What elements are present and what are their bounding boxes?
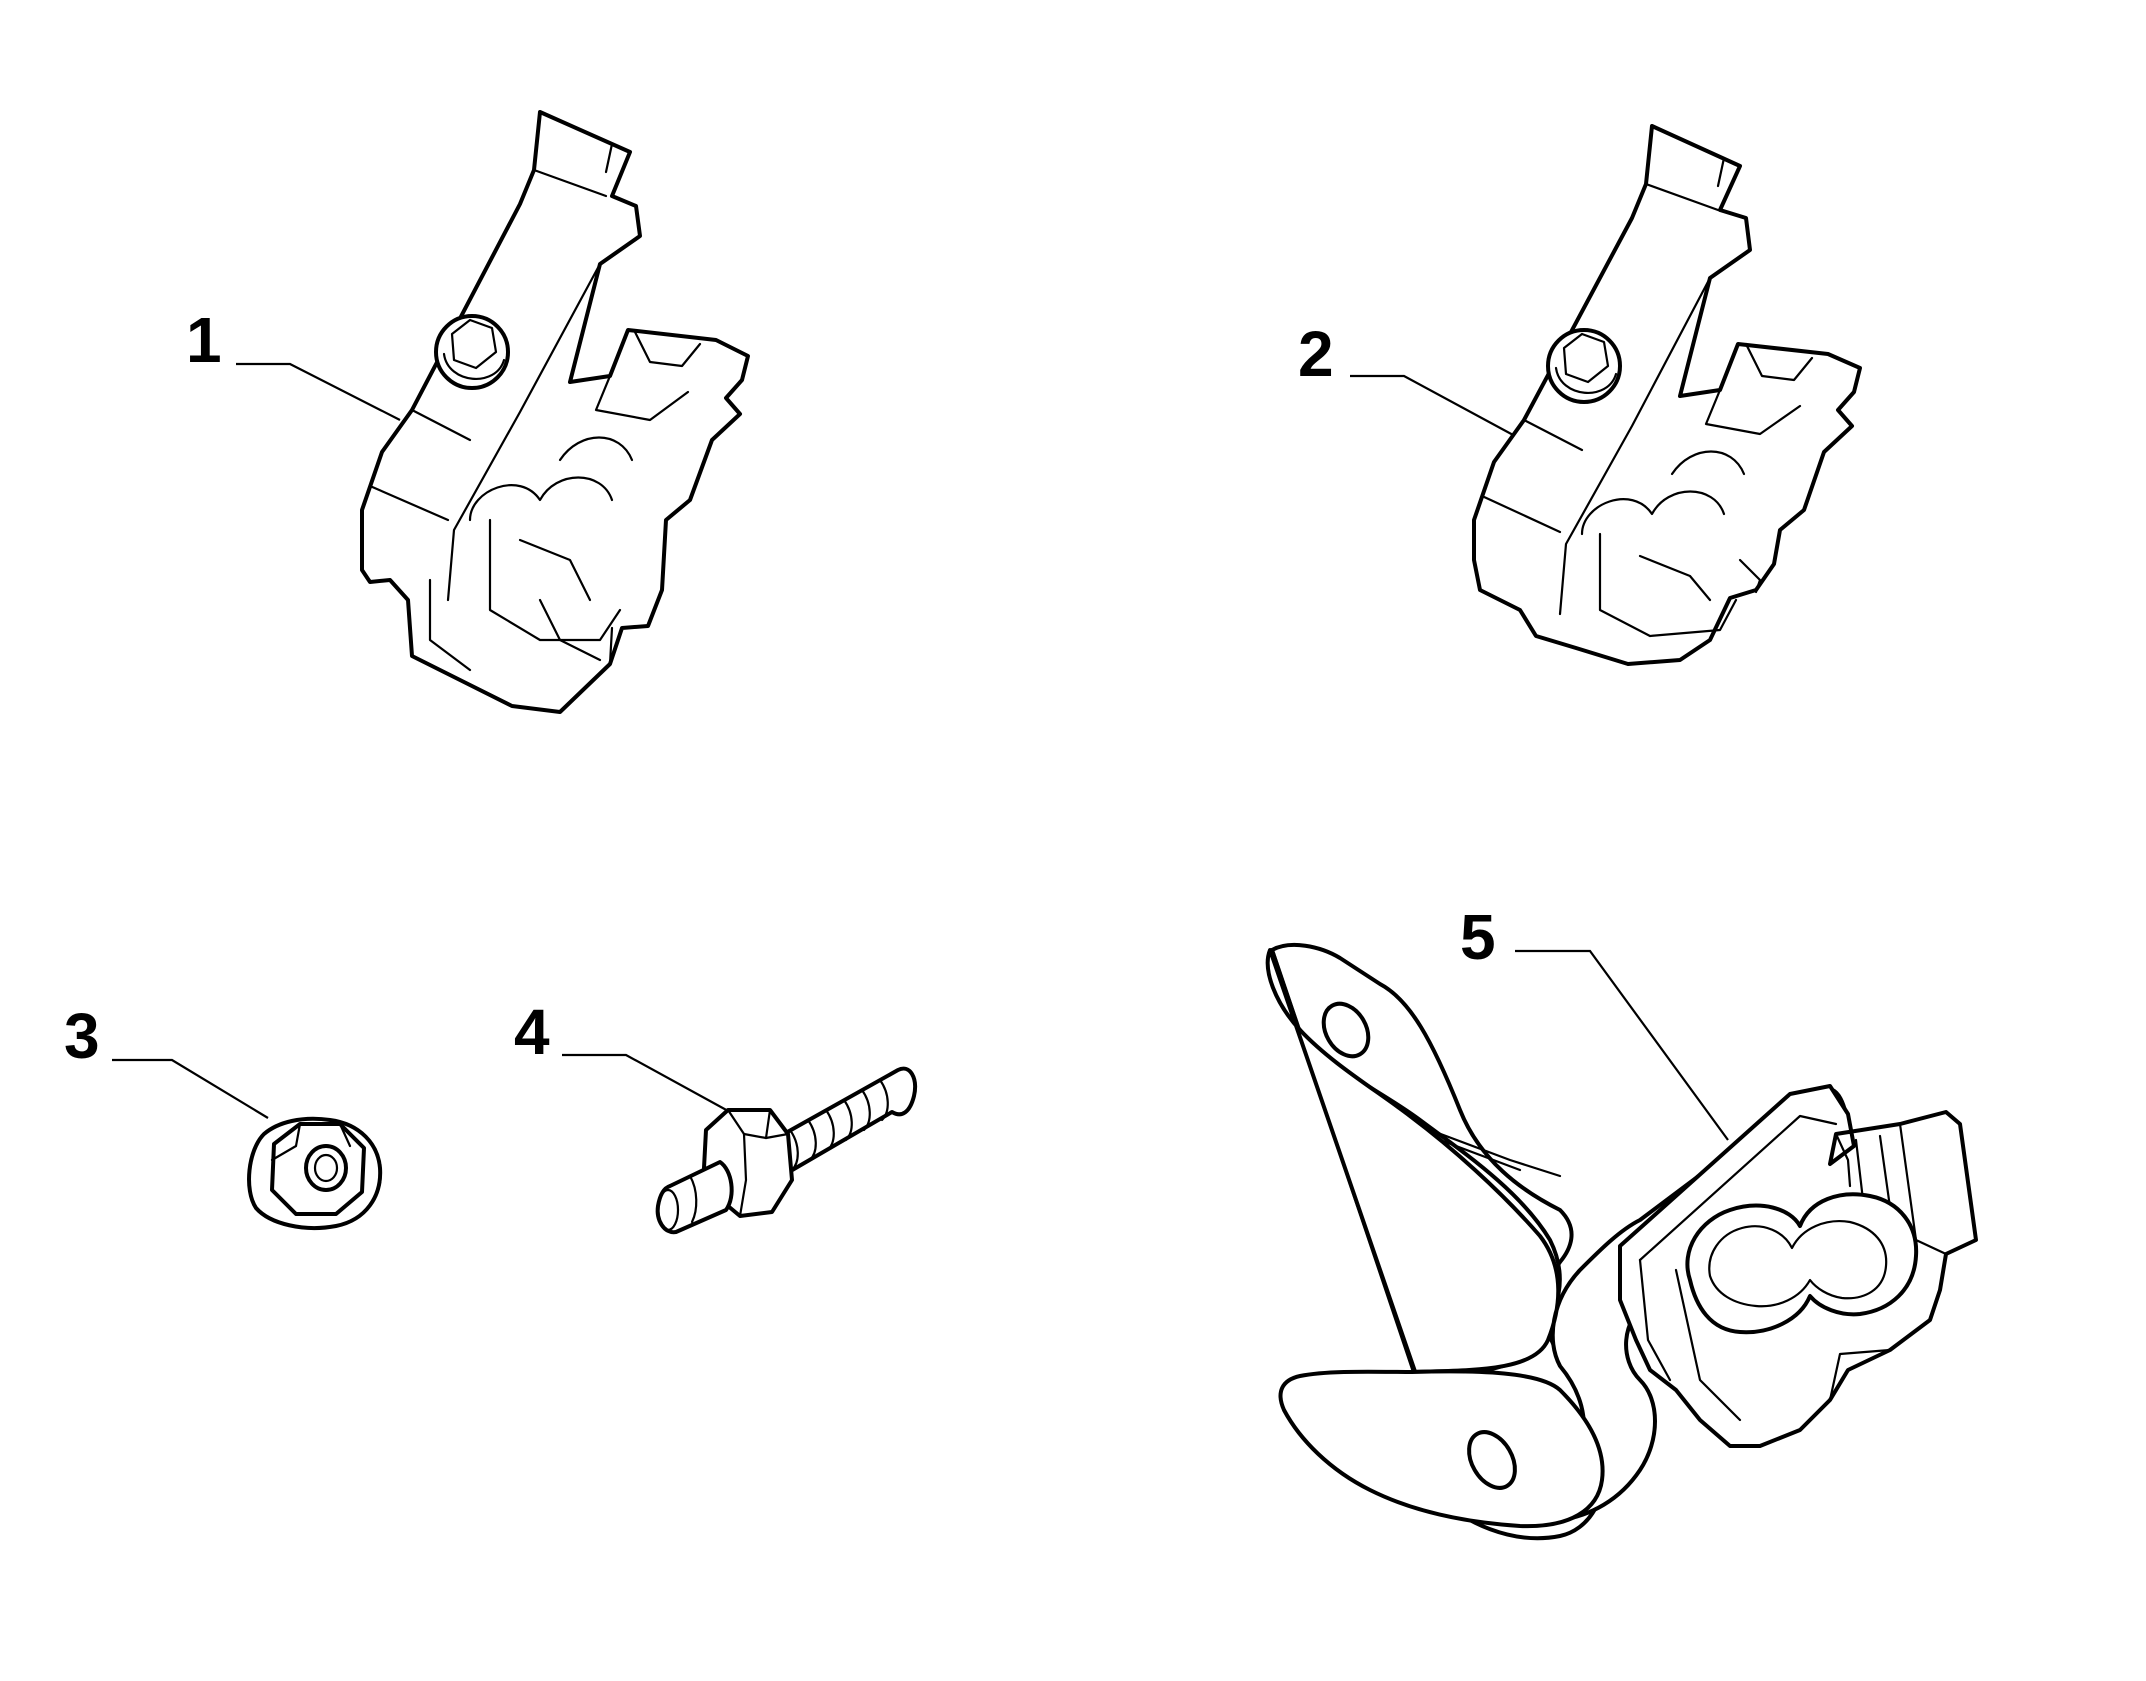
- callout-label-5: 5: [1460, 901, 1496, 973]
- callout-label-4: 4: [514, 996, 550, 1068]
- part-2-bracket-clip: [1472, 124, 1862, 666]
- leader-line-4: [562, 1053, 731, 1113]
- leader-line-3: [112, 1058, 269, 1119]
- part-1-bracket-clip: [360, 110, 750, 714]
- leader-line-5: [1515, 949, 1729, 1141]
- part-3-flange-nut: [247, 1116, 383, 1230]
- part-5-mounting-bracket: [1265, 942, 1978, 1541]
- callout-label-1: 1: [186, 304, 222, 376]
- leader-line-2: [1350, 374, 1516, 437]
- leader-line-1: [236, 362, 401, 421]
- callout-label-2: 2: [1298, 318, 1334, 390]
- callout-label-3: 3: [64, 1000, 100, 1072]
- part-4-stud-bolt: [655, 1066, 917, 1235]
